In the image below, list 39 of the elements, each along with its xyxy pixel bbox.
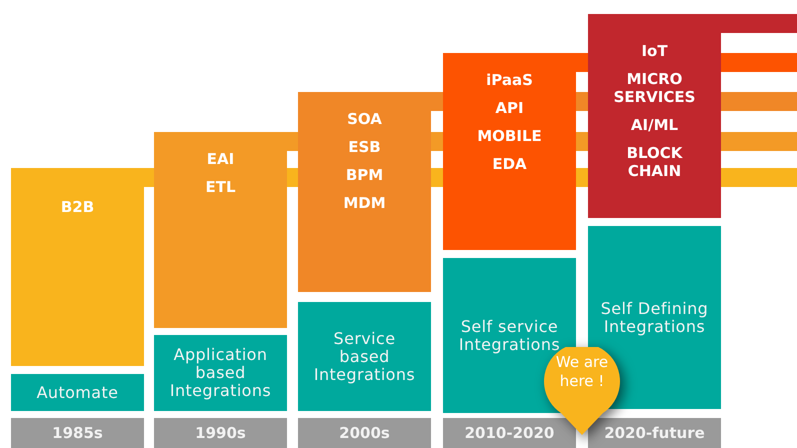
technology-box: [443, 53, 576, 250]
technology-label: IoT: [640, 42, 669, 60]
era-bar: [11, 418, 144, 448]
pin-label: We are here !: [556, 353, 610, 391]
approach-label: Automate: [36, 384, 118, 402]
technology-label: SOA: [346, 110, 383, 128]
approach-label: Service based Integrations: [312, 330, 416, 384]
era-label: 2000s: [339, 422, 390, 444]
approach-box: [154, 335, 287, 411]
technology-label: MDM: [342, 194, 387, 212]
approach-label: Application based Integrations: [168, 346, 272, 400]
era-label: 1990s: [195, 422, 246, 444]
era-label: 1985s: [52, 422, 103, 444]
technology-label: API: [494, 99, 525, 117]
technology-box: [154, 132, 287, 328]
approach-box: [298, 302, 431, 411]
technology-label: MOBILE: [476, 127, 543, 145]
technology-box: [588, 14, 721, 218]
era-bar: [443, 418, 576, 448]
technology-label: ESB: [347, 138, 382, 156]
technology-label: ETL: [204, 178, 237, 196]
era-bar: [588, 418, 721, 448]
technology-label: EDA: [491, 155, 528, 173]
technology-label: AI/ML: [630, 116, 680, 134]
era-label: 2010-2020: [464, 422, 554, 444]
era-bar: [154, 418, 287, 448]
approach-label: Self Defining Integrations: [600, 300, 710, 336]
technology-label: iPaaS: [485, 71, 534, 89]
approach-label: Self service Integrations: [458, 318, 562, 354]
technology-box: [298, 92, 431, 292]
approach-box: [11, 374, 144, 411]
technology-box: [11, 168, 144, 366]
technology-label: BLOCK CHAIN: [626, 144, 684, 180]
technology-label: BPM: [344, 166, 384, 184]
technology-label: MICRO SERVICES: [612, 70, 696, 106]
technology-label: EAI: [206, 150, 236, 168]
era-label: 2020-future: [604, 422, 705, 444]
technology-label: B2B: [60, 198, 96, 216]
era-bar: [298, 418, 431, 448]
